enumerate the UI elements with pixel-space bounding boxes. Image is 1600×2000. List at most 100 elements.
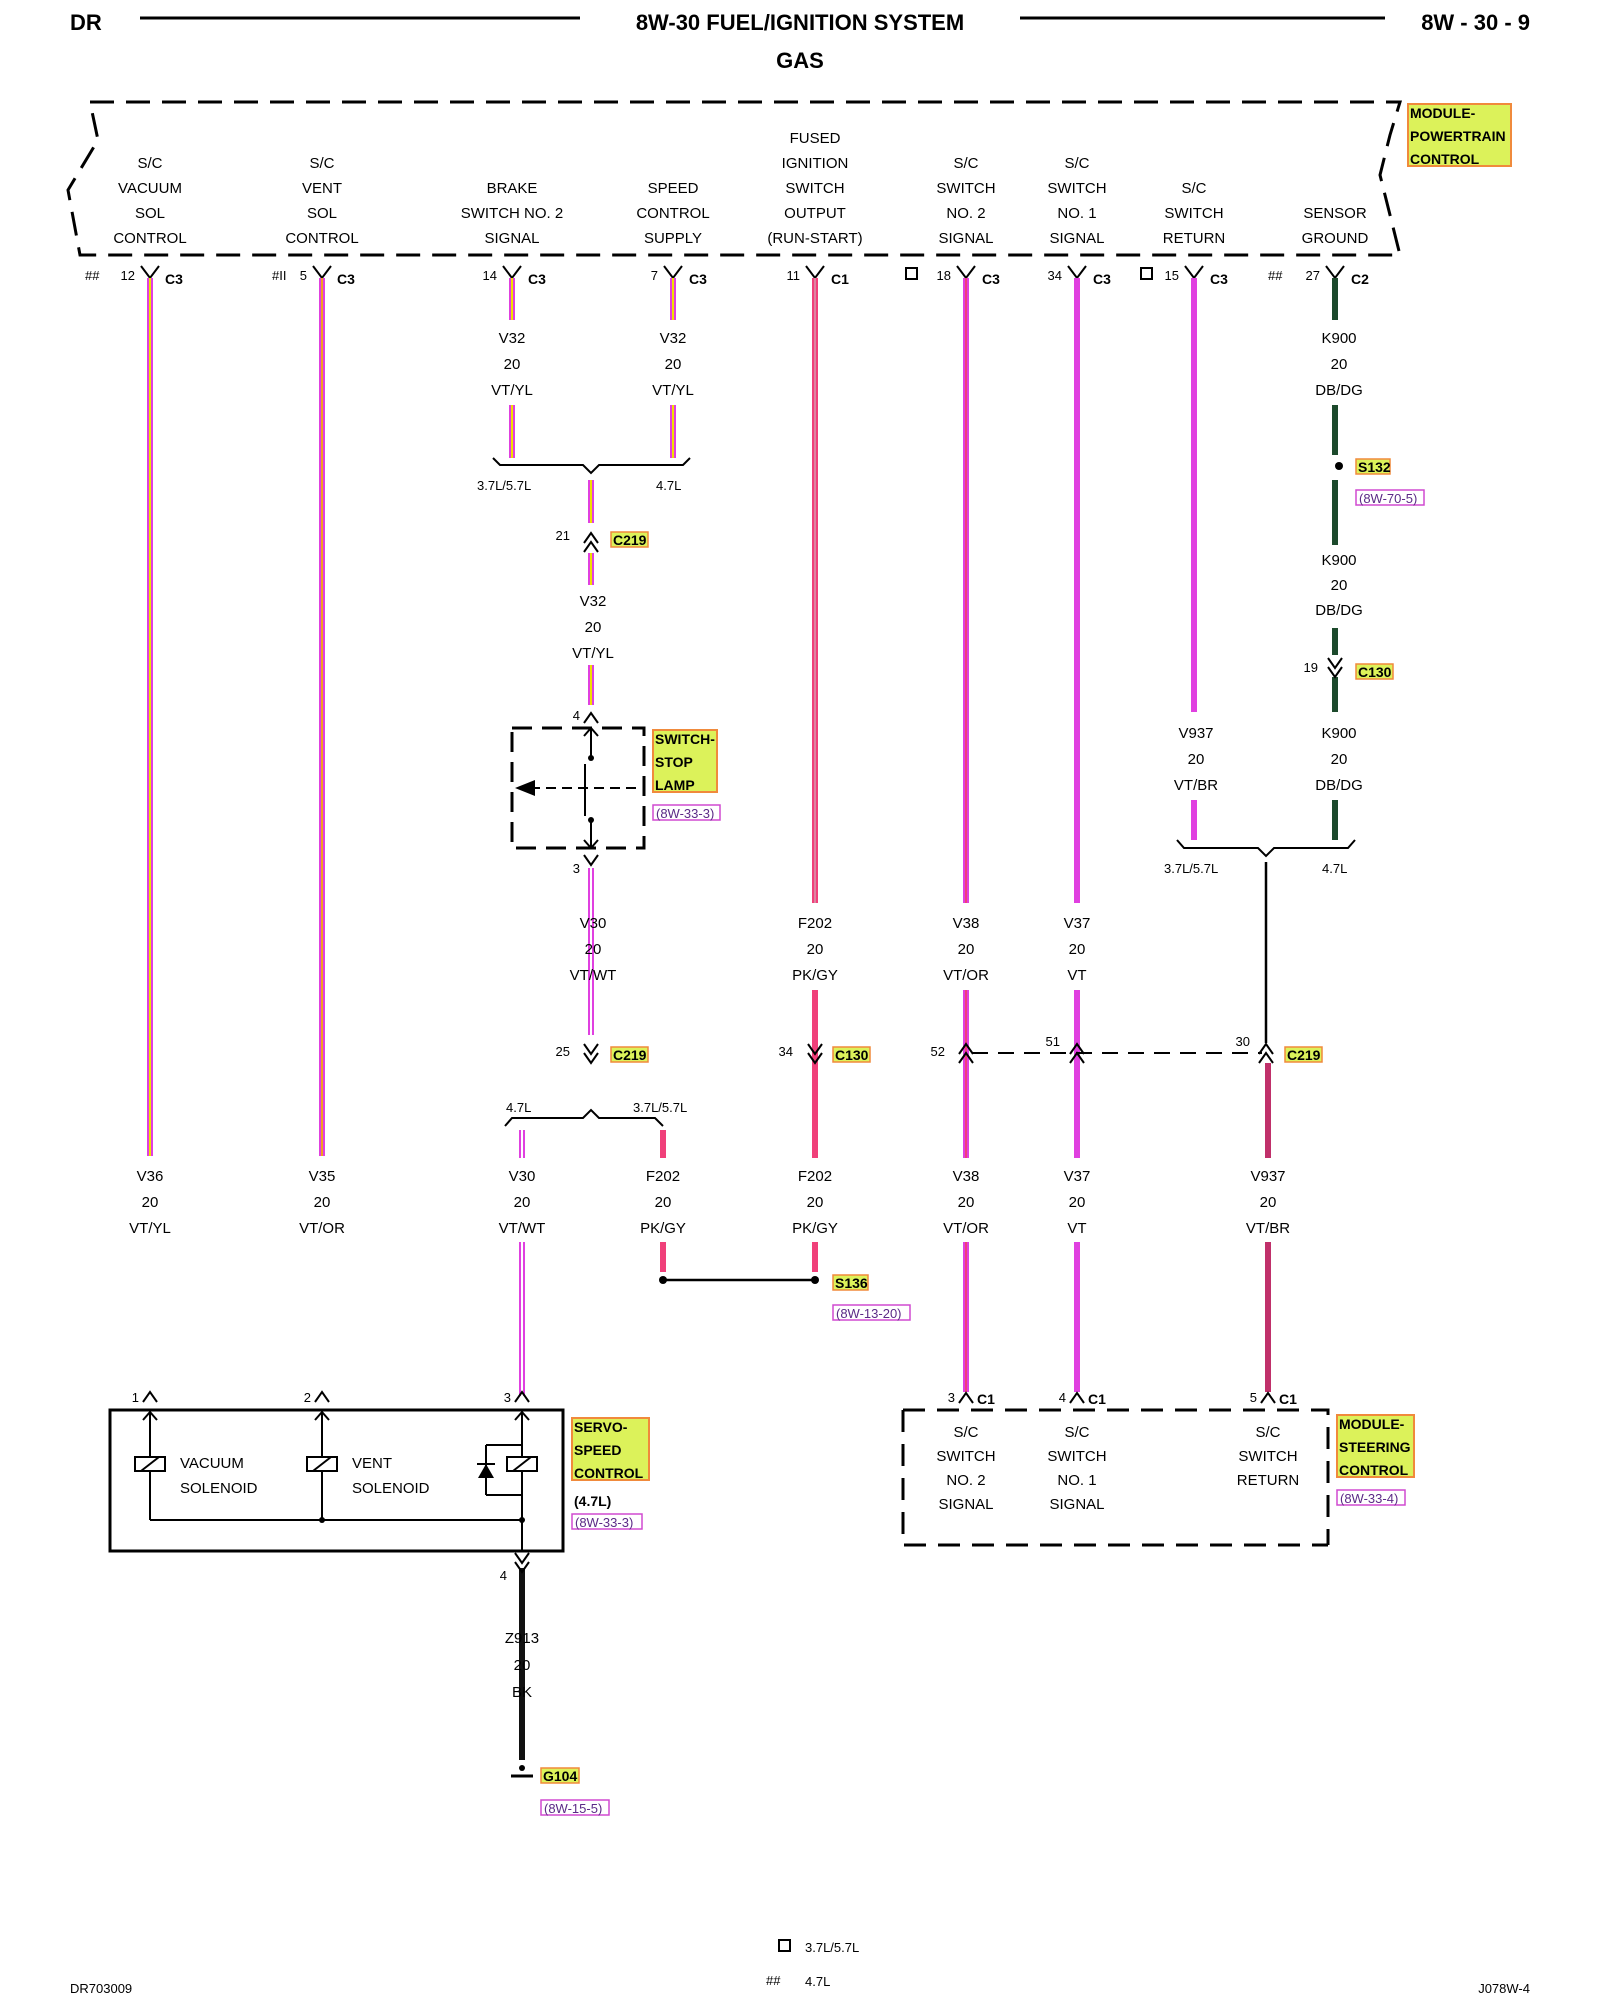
engine-variant-labels: 3.7L/5.7L 4.7L 3.7L/5.7L 4.7L 4.7L 3.7L/… <box>477 478 1347 1115</box>
svg-text:(8W-33-3): (8W-33-3) <box>656 806 714 821</box>
svg-text:SWITCH: SWITCH <box>1047 1448 1106 1465</box>
svg-text:(8W-15-5): (8W-15-5) <box>544 1801 602 1816</box>
svg-text:19: 19 <box>1304 660 1318 675</box>
svg-text:PK/GY: PK/GY <box>792 1220 838 1237</box>
svg-text:SWITCH: SWITCH <box>1238 1448 1297 1465</box>
svg-text:S/C: S/C <box>137 155 162 172</box>
svg-text:IGNITION: IGNITION <box>782 155 849 172</box>
svg-text:4.7L: 4.7L <box>506 1100 531 1115</box>
svg-text:5: 5 <box>1250 1390 1257 1405</box>
svg-text:20: 20 <box>1331 577 1348 594</box>
svg-text:25: 25 <box>556 1044 570 1059</box>
tag-c219: C219 <box>610 1046 649 1063</box>
svg-text:3.7L/5.7L: 3.7L/5.7L <box>633 1100 687 1115</box>
svg-text:Z913: Z913 <box>505 1630 539 1647</box>
svg-text:C3: C3 <box>337 271 355 287</box>
svg-text:BRAKE: BRAKE <box>487 180 538 197</box>
variant-marker-47: ## <box>85 268 100 283</box>
svg-text:V36: V36 <box>137 1168 164 1185</box>
svg-text:C1: C1 <box>1088 1391 1106 1407</box>
svg-text:VT/YL: VT/YL <box>572 645 614 662</box>
svg-text:C1: C1 <box>1279 1391 1297 1407</box>
tag-c130: C130 <box>832 1046 871 1063</box>
svg-text:V30: V30 <box>509 1168 536 1185</box>
svg-text:C3: C3 <box>1093 271 1111 287</box>
ref-g104 <box>540 1799 610 1816</box>
footer-doc-code: DR703009 <box>70 1981 132 1996</box>
svg-text:CONTROL: CONTROL <box>285 230 358 247</box>
svg-text:34: 34 <box>779 1044 793 1059</box>
svg-text:SERVO-: SERVO- <box>574 1419 628 1435</box>
svg-text:(8W-33-3): (8W-33-3) <box>575 1515 633 1530</box>
stop-lamp-switch: 4 3 SWITCH- STOP LAMP (8W-33-3) <box>510 708 721 876</box>
svg-text:(RUN-START): (RUN-START) <box>767 230 862 247</box>
svg-text:V32: V32 <box>660 330 687 347</box>
svg-text:VT/OR: VT/OR <box>299 1220 345 1237</box>
svg-text:C3: C3 <box>982 271 1000 287</box>
svg-text:V35: V35 <box>309 1168 336 1185</box>
svg-text:STEERING: STEERING <box>1339 1439 1411 1455</box>
svg-text:MODULE-: MODULE- <box>1339 1416 1405 1432</box>
svg-text:V38: V38 <box>953 1168 980 1185</box>
svg-text:C3: C3 <box>165 271 183 287</box>
svg-text:20: 20 <box>514 1194 531 1211</box>
svg-text:S/C: S/C <box>1255 1424 1280 1441</box>
svg-text:21: 21 <box>556 528 570 543</box>
svg-text:20: 20 <box>655 1194 672 1211</box>
svg-text:DB/DG: DB/DG <box>1315 602 1363 619</box>
svg-text:POWERTRAIN: POWERTRAIN <box>1410 128 1506 144</box>
svg-text:C219: C219 <box>613 1047 647 1063</box>
svg-text:20: 20 <box>585 941 602 958</box>
wire-v937 <box>1191 278 1271 1392</box>
svg-text:SWITCH: SWITCH <box>1047 180 1106 197</box>
svg-text:DB/DG: DB/DG <box>1315 777 1363 794</box>
svg-text:C130: C130 <box>1358 664 1392 680</box>
svg-text:20: 20 <box>1069 941 1086 958</box>
svg-text:3.7L/5.7L: 3.7L/5.7L <box>805 1940 859 1955</box>
svg-text:VT/WT: VT/WT <box>570 967 617 984</box>
svg-text:CONTROL: CONTROL <box>113 230 186 247</box>
variant-marker-47: #II <box>272 268 286 283</box>
variant-legend: 3.7L/5.7L ## 4.7L <box>766 1939 859 1989</box>
svg-text:C1: C1 <box>977 1391 995 1407</box>
svg-text:VT/OR: VT/OR <box>943 967 989 984</box>
pcm-module-outline <box>66 100 1403 257</box>
page-subtitle: GAS <box>776 48 824 73</box>
svg-text:FUSED: FUSED <box>790 130 841 147</box>
ref-scm <box>1336 1489 1406 1506</box>
svg-text:SOLENOID: SOLENOID <box>352 1480 430 1497</box>
svg-text:DB/DG: DB/DG <box>1315 382 1363 399</box>
steering-control-module: 3 C1 4 C1 5 C1 S/C SWITCH NO. 2 SIGNAL S… <box>901 1390 1415 1547</box>
splice-bracket <box>1176 839 1356 858</box>
svg-text:VT/WT: VT/WT <box>499 1220 546 1237</box>
servo-solenoid-icon <box>506 1456 538 1472</box>
tag-c130: C130 <box>1355 663 1394 680</box>
svg-text:3.7L/5.7L: 3.7L/5.7L <box>1164 861 1218 876</box>
svg-text:11: 11 <box>787 268 801 283</box>
svg-text:CONTROL: CONTROL <box>574 1465 644 1481</box>
svg-text:18: 18 <box>937 268 951 283</box>
pcm-signal-fused-ignition: FUSED IGNITION SWITCH OUTPUT (RUN-START) <box>767 130 862 247</box>
page-number: 8W - 30 - 9 <box>1421 10 1530 35</box>
svg-text:V32: V32 <box>499 330 526 347</box>
pcm-signal-speed-control-supply: SPEED CONTROL SUPPLY <box>636 180 709 247</box>
svg-text:14: 14 <box>483 268 497 283</box>
svg-text:4.7L: 4.7L <box>805 1974 830 1989</box>
svg-text:52: 52 <box>931 1044 945 1059</box>
tag-c219: C219 <box>610 531 649 548</box>
svg-text:K900: K900 <box>1321 725 1356 742</box>
vent-solenoid-icon <box>306 1456 338 1472</box>
svg-text:PK/GY: PK/GY <box>640 1220 686 1237</box>
vacuum-solenoid-icon <box>134 1456 166 1472</box>
svg-text:(8W-33-4): (8W-33-4) <box>1340 1491 1398 1506</box>
svg-text:3: 3 <box>573 861 580 876</box>
pcm-signal-brake-switch: BRAKE SWITCH NO. 2 SIGNAL <box>461 180 564 247</box>
